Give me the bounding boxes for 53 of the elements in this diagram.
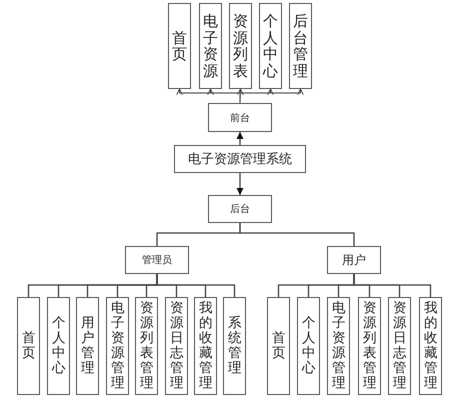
connector-line — [239, 223, 355, 246]
node-label: 前台 — [230, 112, 250, 124]
node-label: 资源日志管理 — [170, 301, 184, 391]
node-label: 用户 — [342, 252, 366, 268]
module-box — [297, 297, 320, 395]
node-label: 个人中心 — [263, 13, 278, 79]
node-label: 首页 — [172, 30, 187, 62]
module-box — [388, 297, 411, 395]
module-box — [194, 297, 217, 395]
node-label: 资源列表管理 — [140, 301, 154, 391]
process-box — [208, 195, 272, 223]
module-box — [229, 3, 252, 89]
node-label: 电子资源管理 — [110, 301, 124, 391]
module-box — [267, 297, 290, 395]
node-label: 我的收藏管理 — [424, 301, 438, 391]
connector-line — [156, 274, 236, 297]
node-label: 资源列表管理 — [362, 301, 376, 391]
module-box — [135, 297, 158, 395]
module-box — [259, 3, 282, 89]
module-box — [358, 297, 381, 395]
node-label: 后台管理 — [293, 13, 308, 79]
node-label: 资源列表 — [233, 13, 248, 79]
module-box — [17, 297, 40, 395]
module-box — [168, 3, 191, 89]
process-box — [125, 246, 189, 274]
module-box — [199, 3, 222, 89]
module-box — [419, 297, 442, 395]
module-box — [165, 297, 188, 395]
node-label: 资源日志管理 — [392, 301, 406, 391]
node-label: 电子资源 — [203, 13, 218, 79]
module-box — [76, 297, 99, 395]
module-box — [289, 3, 312, 89]
connector-line — [353, 274, 432, 297]
arrow — [236, 173, 244, 195]
process-box — [174, 145, 306, 173]
node-label: 后台 — [230, 202, 250, 216]
node-label: 系统管理 — [228, 316, 242, 376]
node-label: 用户管理 — [80, 316, 94, 376]
node-label: 个人中心 — [302, 316, 316, 376]
process-box — [208, 103, 272, 132]
module-box — [223, 297, 246, 395]
node-label: 电子资源管理 — [332, 301, 346, 391]
node-label: 我的收藏管理 — [198, 301, 212, 391]
node-label: 电子资源管理系统 — [188, 151, 292, 168]
module-box — [327, 297, 350, 395]
module-box — [47, 297, 70, 395]
node-label: 首页 — [272, 331, 286, 361]
module-box — [106, 297, 129, 395]
node-label: 首页 — [22, 331, 36, 361]
process-box — [327, 246, 381, 274]
arrow — [236, 132, 244, 145]
node-label: 个人中心 — [52, 316, 66, 376]
node-label: 管理员 — [142, 254, 172, 267]
